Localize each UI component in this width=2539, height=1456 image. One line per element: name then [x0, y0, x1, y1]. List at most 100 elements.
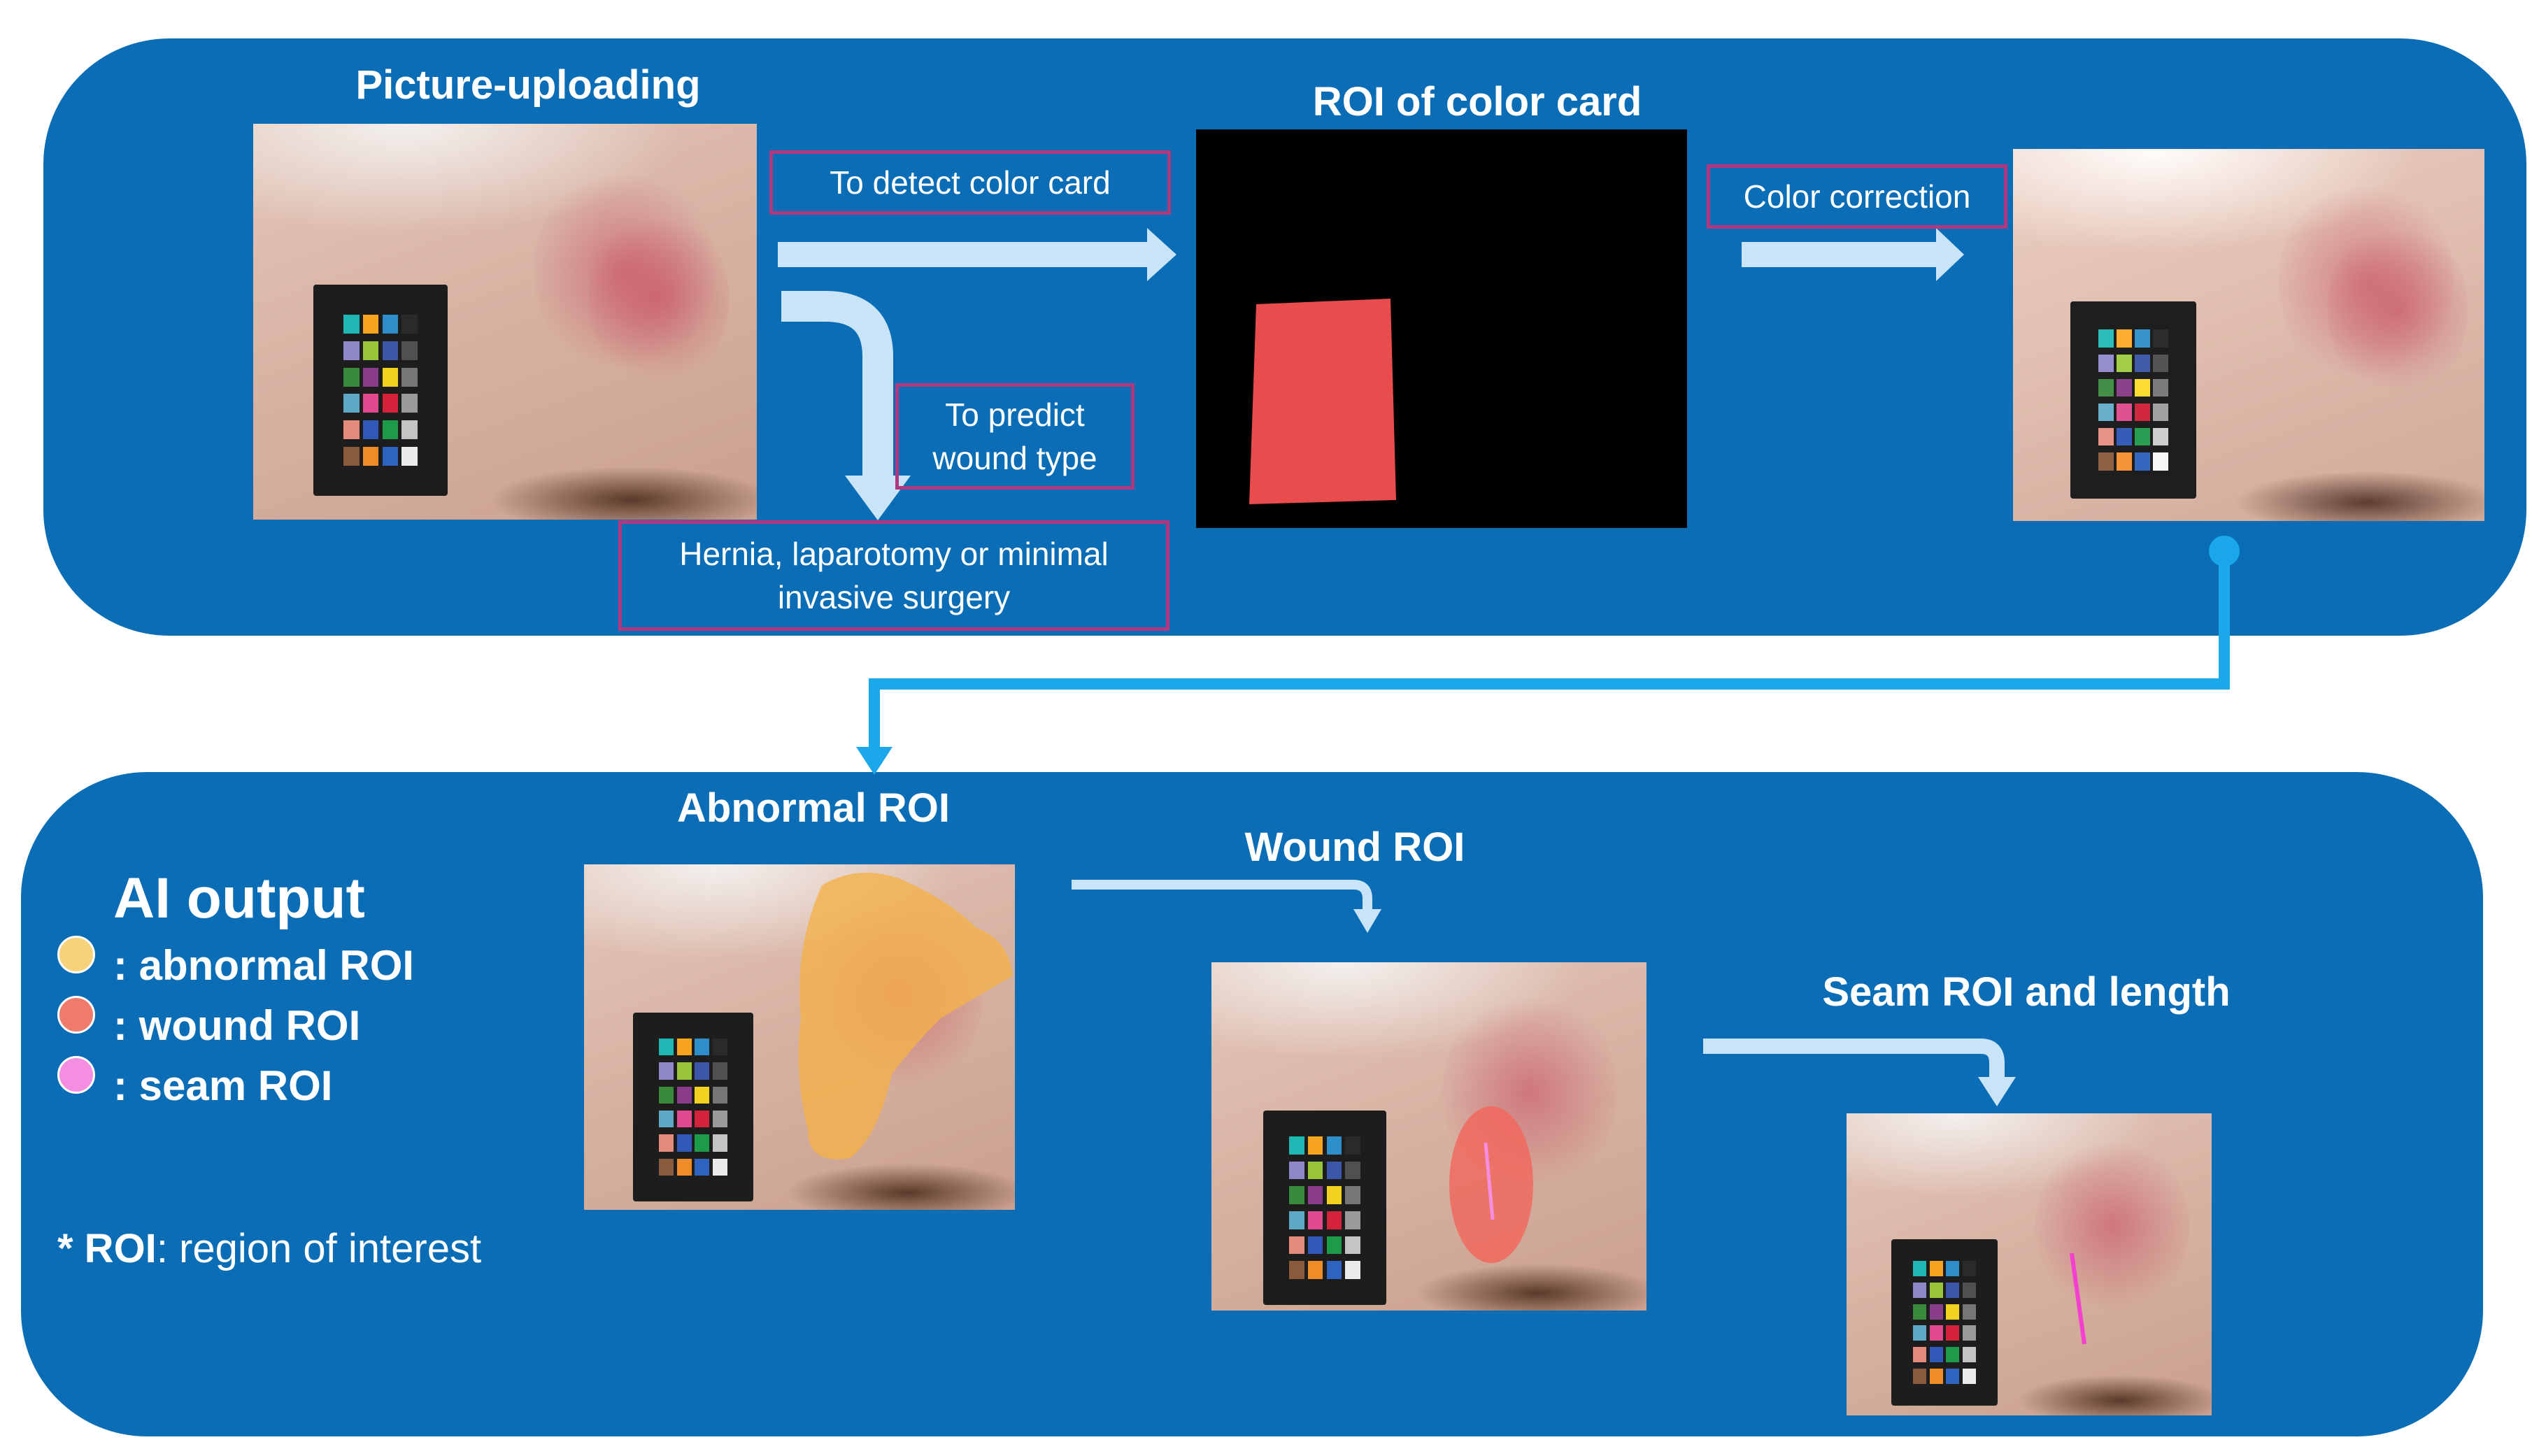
color-swatch [713, 1134, 728, 1152]
color-swatch [676, 1158, 692, 1176]
color-swatch [343, 420, 360, 440]
color-swatch [1962, 1304, 1976, 1320]
color-swatch [401, 394, 418, 413]
wound-roi-title: Wound ROI [1244, 825, 1465, 870]
color-swatch [658, 1038, 674, 1056]
color-swatch [1289, 1211, 1304, 1229]
abnormal-roi-legend-text: : abnormal ROI [113, 942, 415, 989]
color-swatch [401, 315, 418, 334]
ai-output-title: AI output [113, 866, 365, 930]
color-swatch [1345, 1136, 1360, 1155]
color-swatch [2098, 452, 2114, 471]
color-swatch [1307, 1161, 1323, 1180]
color-swatch [343, 394, 360, 413]
color-swatch [695, 1110, 710, 1128]
color-swatch [1289, 1136, 1304, 1155]
color-swatch [676, 1086, 692, 1104]
color-swatch [713, 1062, 728, 1080]
color-swatch [2098, 428, 2114, 446]
picture-uploading-title: Picture-uploading [355, 62, 701, 108]
color-swatch [1929, 1261, 1943, 1277]
color-card-wound [1263, 1111, 1386, 1305]
abnormal-roi-overlay [798, 873, 1012, 1159]
color-swatch [2098, 404, 2114, 422]
color-swatch [2117, 329, 2132, 348]
color-swatch [676, 1062, 692, 1080]
color-swatch [1345, 1211, 1360, 1229]
color-swatch [658, 1134, 674, 1152]
wound-roi-overlay [1449, 1106, 1533, 1263]
wound-roi-legend-dot [57, 996, 95, 1034]
wound-type-line-1: Hernia, laparotomy or minimal [679, 536, 1109, 572]
roi-color-card-title: ROI of color card [1312, 79, 1642, 124]
seam-roi-line [2070, 1252, 2086, 1345]
color-swatch [1345, 1261, 1360, 1279]
color-swatch [658, 1158, 674, 1176]
color-swatch [382, 341, 399, 360]
abnormal-roi-title: Abnormal ROI [677, 785, 950, 831]
color-swatch [382, 315, 399, 334]
color-swatch [2153, 404, 2168, 422]
color-correction-label: Color correction [1707, 164, 2007, 229]
color-swatch [401, 367, 418, 387]
color-swatch [2153, 329, 2168, 348]
color-swatch [382, 394, 399, 413]
color-swatch [1326, 1211, 1342, 1229]
color-swatch [2153, 378, 2168, 397]
color-swatch [2135, 404, 2150, 422]
color-swatch [2098, 329, 2114, 348]
color-swatch [2135, 329, 2150, 348]
color-swatch [1326, 1261, 1342, 1279]
color-swatch [695, 1038, 710, 1056]
color-swatch [713, 1086, 728, 1104]
color-swatch [1345, 1186, 1360, 1204]
color-swatch [2117, 428, 2132, 446]
color-swatch [695, 1086, 710, 1104]
color-swatch [401, 420, 418, 440]
abnormal-roi-legend-dot [57, 936, 95, 973]
color-swatch [695, 1134, 710, 1152]
color-swatch [2153, 354, 2168, 372]
predict-line-2: wound type [932, 440, 1097, 476]
color-swatch [676, 1110, 692, 1128]
detect-arrow [778, 228, 1176, 281]
roi-footnote-term: * ROI [57, 1226, 157, 1271]
color-swatch [382, 446, 399, 466]
color-swatch [362, 315, 379, 334]
color-swatch [2135, 354, 2150, 372]
color-card-roi-mask [1196, 129, 1687, 528]
color-swatch [1289, 1186, 1304, 1204]
detect-color-card-label: To detect color card [769, 150, 1171, 215]
color-swatch [1345, 1236, 1360, 1255]
color-swatch [2117, 354, 2132, 372]
color-swatch [1946, 1283, 1960, 1298]
color-swatch [695, 1158, 710, 1176]
color-swatch [343, 446, 360, 466]
color-swatch [1946, 1304, 1960, 1320]
color-swatch [1929, 1325, 1943, 1341]
wound-type-line-2: invasive surgery [777, 579, 1011, 615]
color-swatch [343, 367, 360, 387]
color-card [313, 285, 448, 496]
color-swatch [676, 1134, 692, 1152]
wound-arrow [1072, 880, 1381, 933]
color-card-abnormal [633, 1013, 753, 1201]
abnormal-roi-photo [584, 864, 1015, 1210]
color-swatch [1962, 1325, 1976, 1341]
color-swatch [362, 341, 379, 360]
seam-roi-legend-dot [57, 1056, 95, 1094]
color-swatch [658, 1086, 674, 1104]
color-swatch [362, 394, 379, 413]
color-swatch [2117, 404, 2132, 422]
card-roi-region [1249, 299, 1396, 504]
color-swatch [1946, 1347, 1960, 1362]
color-swatch [1326, 1161, 1342, 1180]
color-swatch [1962, 1368, 1976, 1384]
color-swatch [713, 1110, 728, 1128]
color-swatch [1946, 1325, 1960, 1341]
color-swatch [343, 341, 360, 360]
wound-seam-line [1484, 1142, 1495, 1220]
color-swatch [2135, 452, 2150, 471]
color-swatch [1307, 1136, 1323, 1155]
